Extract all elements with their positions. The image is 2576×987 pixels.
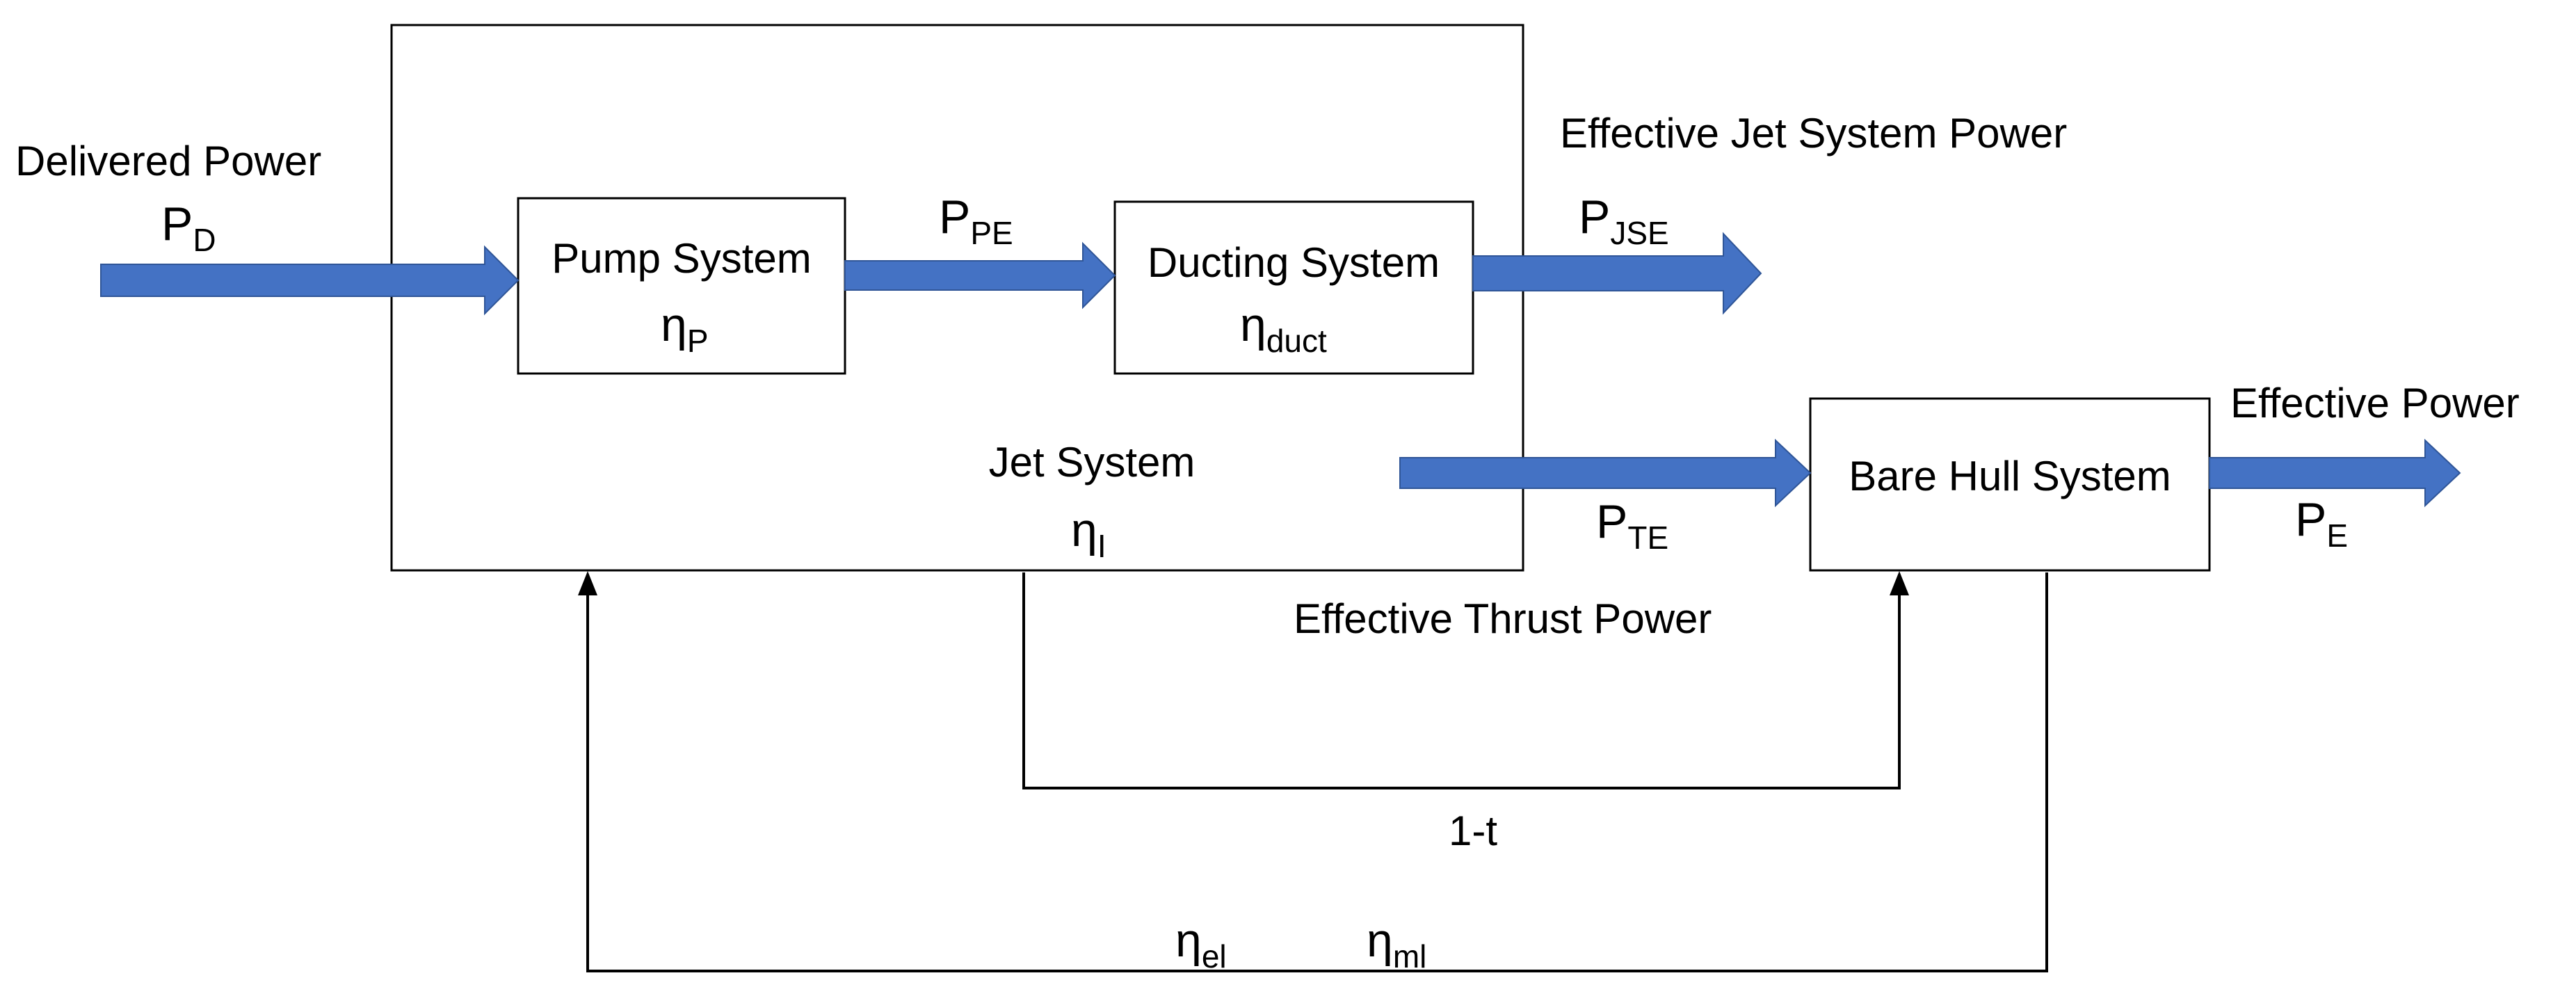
jet-system-power-arrow [1472,232,1762,315]
delivered-power-arrow [100,245,520,316]
thrust-deduction-arrowhead [1890,571,1909,595]
effective-power-label: Effective Power [2230,380,2520,426]
ppe-symbol: PPE [939,191,1013,251]
pte-symbol: PTE [1596,495,1668,556]
pump-eta-symbol: ηP [661,298,709,359]
thrust-deduction-line [1022,572,1901,789]
thrust-deduction-label: 1-t [1449,808,1497,854]
effective-power-arrow [2209,438,2461,508]
efficiency-feedback-arrowhead [578,571,597,595]
delivered-power-label: Delivered Power [15,138,321,184]
ducting-system-title: Ducting System [1148,239,1440,286]
pump-power-arrow [844,241,1116,310]
pump-system-title: Pump System [552,235,811,282]
ducting-eta-symbol: ηduct [1240,298,1327,359]
effective-thrust-power-label: Effective Thrust Power [1294,595,1712,642]
thrust-power-arrow [1399,438,1812,508]
jet-system-label: Jet System [989,439,1196,486]
pjse-symbol: PJSE [1579,191,1669,251]
eta-el-symbol: ηel [1175,914,1227,974]
jet-eta-symbol: ηI [1071,504,1106,564]
jet-system-frame [390,24,1524,572]
bare-hull-system-box [1809,397,2211,572]
pump-system-box [517,197,846,375]
effective-jet-system-power-label: Effective Jet System Power [1560,110,2067,157]
pe-symbol: PE [2295,493,2348,554]
eta-ml-symbol: ηml [1367,914,1426,974]
pd-symbol: PD [161,198,216,258]
bare-hull-system-title: Bare Hull System [1849,453,2171,499]
efficiency-feedback-line [586,572,2048,972]
ducting-system-box [1113,200,1474,375]
